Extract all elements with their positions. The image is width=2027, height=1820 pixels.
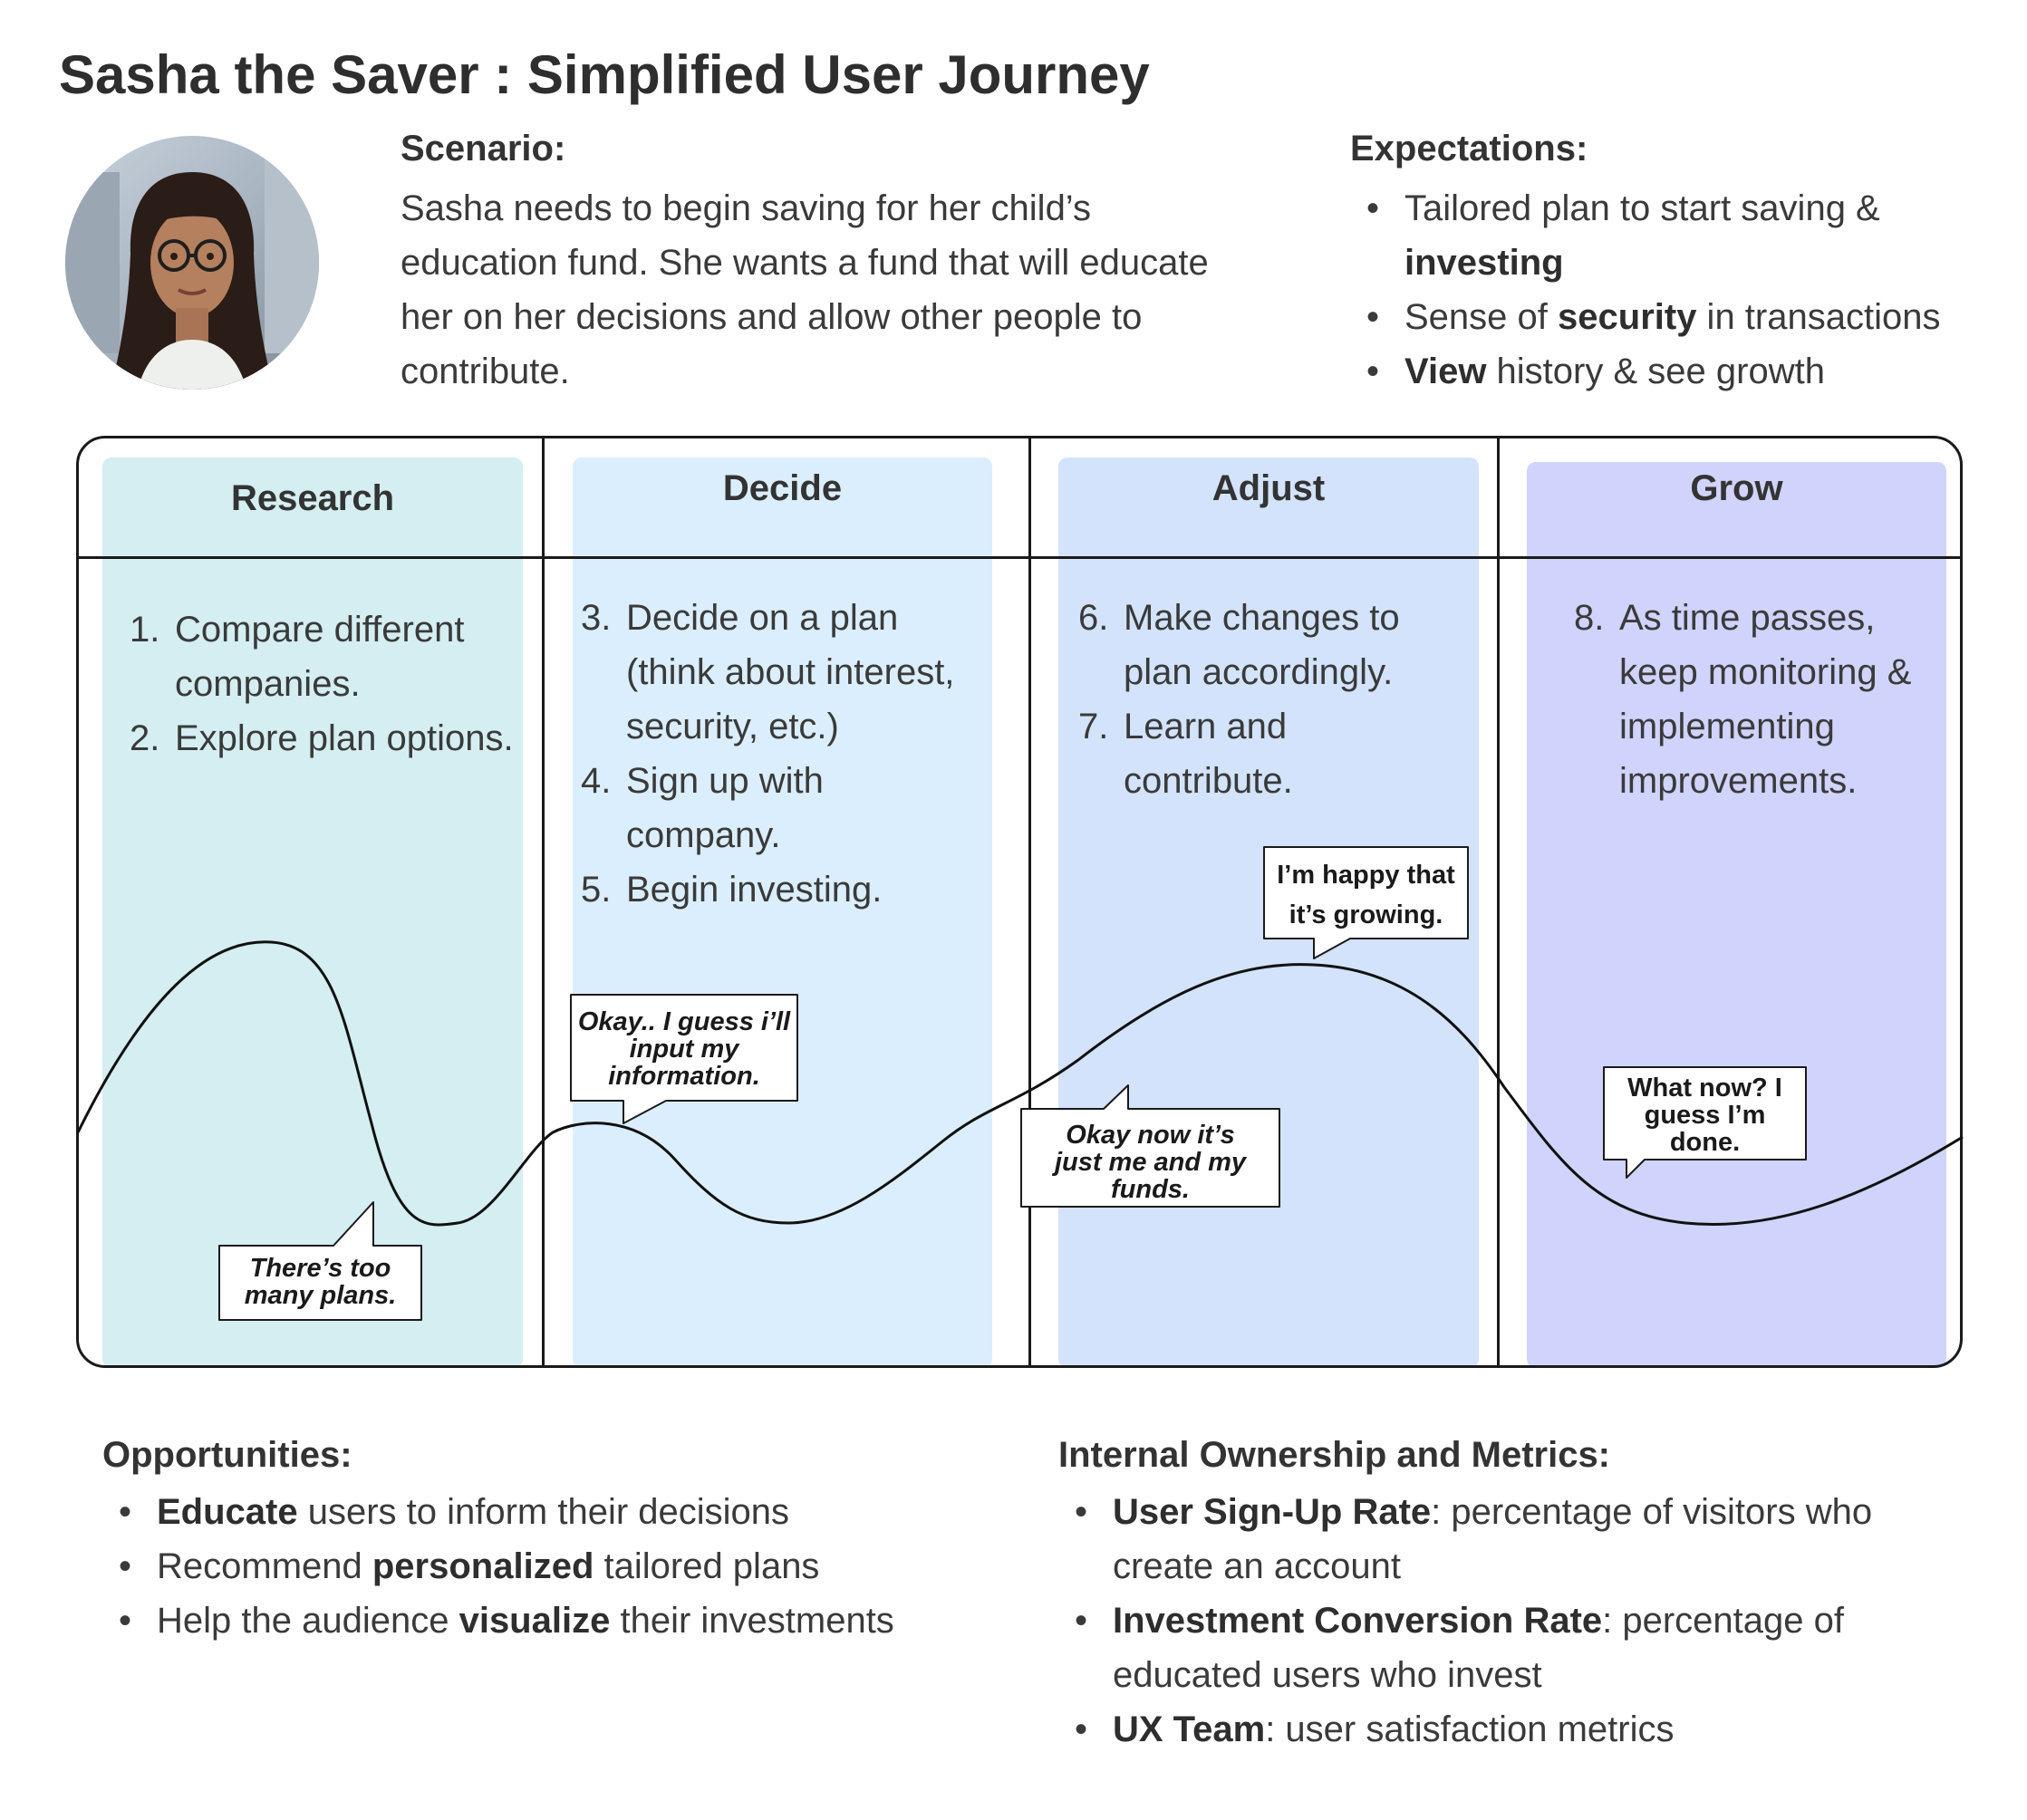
- page-title: Sasha the Saver : Simplified User Journe…: [59, 43, 1150, 106]
- bullet: •: [1366, 181, 1379, 236]
- bullet: •: [119, 1594, 131, 1648]
- opportunity-item: • Recommend personalized tailored plans: [102, 1539, 894, 1594]
- expectations-label: Expectations:: [1350, 129, 1588, 169]
- bullet: •: [1075, 1594, 1087, 1648]
- scenario-line: Sasha needs to begin saving for her chil…: [401, 181, 1209, 236]
- metrics-list: • User Sign-Up Rate: percentage of visit…: [1058, 1485, 1872, 1757]
- expectation-item: • Sense of security in transactions: [1350, 290, 1940, 344]
- adjust-steps: 6. Make changes to plan accordingly. 7. …: [1078, 591, 1400, 808]
- step-item: 2. Explore plan options.: [130, 711, 514, 766]
- bubble-text: Okay.. I guess i’ll input my information…: [571, 1008, 797, 1090]
- bullet: •: [1075, 1702, 1087, 1757]
- bubble-text: What now? I guess I’m done.: [1604, 1074, 1806, 1156]
- bullet: •: [119, 1485, 131, 1539]
- decide-steps: 3. Decide on a plan (think about interes…: [581, 591, 954, 917]
- opportunities-label: Opportunities:: [102, 1435, 352, 1476]
- stage-divider: [542, 436, 545, 1368]
- expectation-item: • View history & see growth: [1350, 344, 1940, 399]
- metric-item: • Investment Conversion Rate: percentage…: [1058, 1594, 1872, 1702]
- opportunity-item: • Help the audience visualize their inve…: [102, 1594, 894, 1648]
- persona-avatar: [65, 136, 319, 390]
- metric-item: • User Sign-Up Rate: percentage of visit…: [1058, 1485, 1872, 1594]
- step-item: 5. Begin investing.: [581, 862, 954, 917]
- bullet: •: [1075, 1485, 1087, 1539]
- expectations-list: • Tailored plan to start saving & invest…: [1350, 181, 1940, 399]
- step-item: 8. As time passes, keep monitoring & imp…: [1574, 591, 1911, 808]
- scenario-label: Scenario:: [401, 129, 565, 169]
- bullet: •: [1366, 290, 1379, 344]
- metrics-label: Internal Ownership and Metrics:: [1058, 1435, 1610, 1476]
- step-item: 7. Learn and contribute.: [1078, 699, 1400, 808]
- journey-frame: [76, 436, 1963, 1368]
- scenario-line: her on her decisions and allow other peo…: [401, 290, 1209, 344]
- bubble-text: Okay now it’s just me and my funds.: [1021, 1122, 1279, 1203]
- grow-steps: 8. As time passes, keep monitoring & imp…: [1574, 591, 1911, 808]
- bubble-text: There’s too many plans.: [219, 1255, 421, 1309]
- bubble-text: I’m happy that it’s growing.: [1264, 855, 1468, 935]
- step-item: 4. Sign up with company.: [581, 754, 954, 862]
- scenario-line: education fund. She wants a fund that wi…: [401, 236, 1209, 290]
- opportunities-list: • Educate users to inform their decision…: [102, 1485, 894, 1648]
- metric-item: • UX Team: user satisfaction metrics: [1058, 1702, 1872, 1757]
- step-item: 6. Make changes to plan accordingly.: [1078, 591, 1400, 699]
- step-item: 3. Decide on a plan (think about interes…: [581, 591, 954, 754]
- stage-divider: [1028, 436, 1031, 1368]
- opportunity-item: • Educate users to inform their decision…: [102, 1485, 894, 1539]
- header-divider: [76, 556, 1963, 559]
- bullet: •: [1366, 344, 1379, 399]
- scenario-text: Sasha needs to begin saving for her chil…: [401, 181, 1209, 399]
- bullet: •: [119, 1539, 131, 1594]
- research-steps: 1. Compare different companies. 2. Explo…: [130, 602, 514, 766]
- step-item: 1. Compare different companies.: [130, 602, 514, 711]
- expectation-item: • Tailored plan to start saving & invest…: [1350, 181, 1940, 290]
- scenario-line: contribute.: [401, 344, 1209, 399]
- stage-divider: [1497, 436, 1500, 1368]
